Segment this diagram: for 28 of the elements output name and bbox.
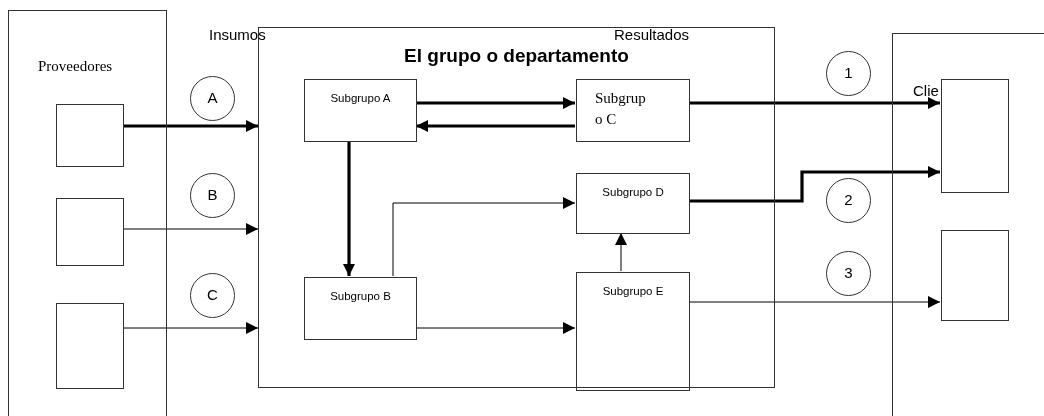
arrow <box>615 232 627 272</box>
group-panel <box>8 10 167 416</box>
subgroup-box: Subgrupo E <box>576 272 690 391</box>
arrow <box>122 322 259 334</box>
subgroup-box: Subgrupo A <box>304 79 417 142</box>
arrow <box>689 166 940 203</box>
arrow <box>122 223 259 235</box>
arrow <box>343 141 355 276</box>
empty-box <box>941 230 1009 321</box>
arrow <box>416 97 575 109</box>
empty-box <box>56 104 124 167</box>
panel-title: Proveedores <box>38 57 113 76</box>
arrow <box>688 296 941 308</box>
subgroup-box: Subgrupo B <box>304 277 417 340</box>
panel-title: El grupo o departamento <box>403 44 630 68</box>
group-panel <box>892 33 1044 416</box>
arrow <box>416 120 575 132</box>
empty-box <box>941 79 1009 193</box>
arrow <box>392 197 576 277</box>
panel-title: Clie <box>913 81 939 101</box>
subgroup-box: Subgrupo D <box>576 173 690 234</box>
io-label: Resultados <box>614 25 690 45</box>
empty-box <box>56 198 124 266</box>
arrow <box>689 97 940 109</box>
arrow <box>123 120 258 132</box>
empty-box <box>56 303 124 389</box>
subgroup-box: Subgrup o C <box>576 79 690 142</box>
arrow <box>415 322 576 334</box>
